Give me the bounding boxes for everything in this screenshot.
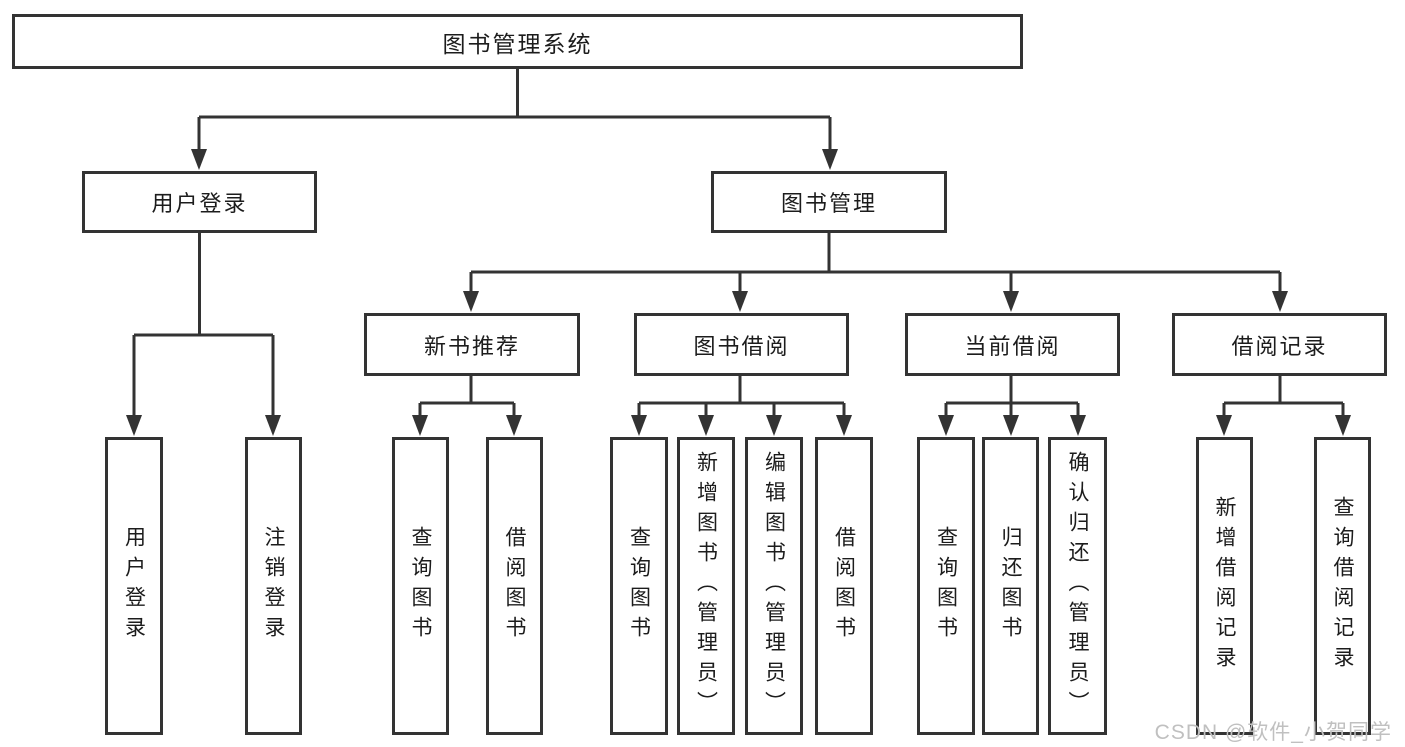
leaf-record-query: 查询借阅记录 [1314,437,1371,735]
leaf-current-confirm-return-label: 确认归还（管理员） [1066,451,1089,721]
node-new-book-recommend: 新书推荐 [364,313,580,376]
node-current-borrow-label: 当前借阅 [964,333,1061,359]
arrowheads [126,149,1351,436]
leaf-borrow-edit-book: 编辑图书（管理员） [745,437,803,735]
leaf-record-query-label: 查询借阅记录 [1331,496,1354,676]
leaf-user-login-label: 用户登录 [122,526,146,646]
leaf-newrec-borrow-book: 借阅图书 [486,437,543,735]
leaf-logout-label: 注销登录 [262,526,285,646]
leaf-borrow-query-book: 查询图书 [610,437,668,735]
leaf-current-return-book: 归还图书 [982,437,1039,735]
node-root: 图书管理系统 [12,14,1023,69]
node-current-borrow: 当前借阅 [905,313,1120,376]
node-root-label: 图书管理系统 [442,30,593,57]
leaf-borrow-borrow-book-label: 借阅图书 [832,526,856,646]
leaf-newrec-borrow-book-label: 借阅图书 [503,526,526,646]
node-user-login: 用户登录 [82,171,317,233]
leaf-newrec-query-book: 查询图书 [392,437,449,735]
node-book-borrow-label: 图书借阅 [693,333,790,359]
csdn-watermark: CSDN @软件_小贺同学 [1154,721,1392,744]
leaf-borrow-add-book: 新增图书（管理员） [677,437,735,735]
node-borrow-record: 借阅记录 [1172,313,1387,376]
leaf-current-query-book-label: 查询图书 [934,526,958,646]
node-new-book-recommend-label: 新书推荐 [423,333,520,359]
node-book-borrow: 图书借阅 [634,313,849,376]
leaf-current-return-book-label: 归还图书 [999,526,1022,646]
leaf-user-login: 用户登录 [105,437,163,735]
leaf-borrow-edit-book-label: 编辑图书（管理员） [762,451,786,721]
leaf-logout: 注销登录 [245,437,302,735]
leaf-borrow-borrow-book: 借阅图书 [815,437,873,735]
node-user-login-label: 用户登录 [151,191,248,216]
leaf-current-query-book: 查询图书 [917,437,975,735]
leaf-current-confirm-return: 确认归还（管理员） [1048,437,1107,735]
node-borrow-record-label: 借阅记录 [1231,333,1328,359]
leaf-borrow-add-book-label: 新增图书（管理员） [694,451,718,721]
leaf-borrow-query-book-label: 查询图书 [627,526,651,646]
leaf-record-add-label: 新增借阅记录 [1213,496,1236,676]
node-book-management-label: 图书管理 [780,191,877,216]
node-book-management: 图书管理 [711,171,947,233]
leaf-record-add: 新增借阅记录 [1196,437,1253,735]
leaf-newrec-query-book-label: 查询图书 [409,526,432,646]
